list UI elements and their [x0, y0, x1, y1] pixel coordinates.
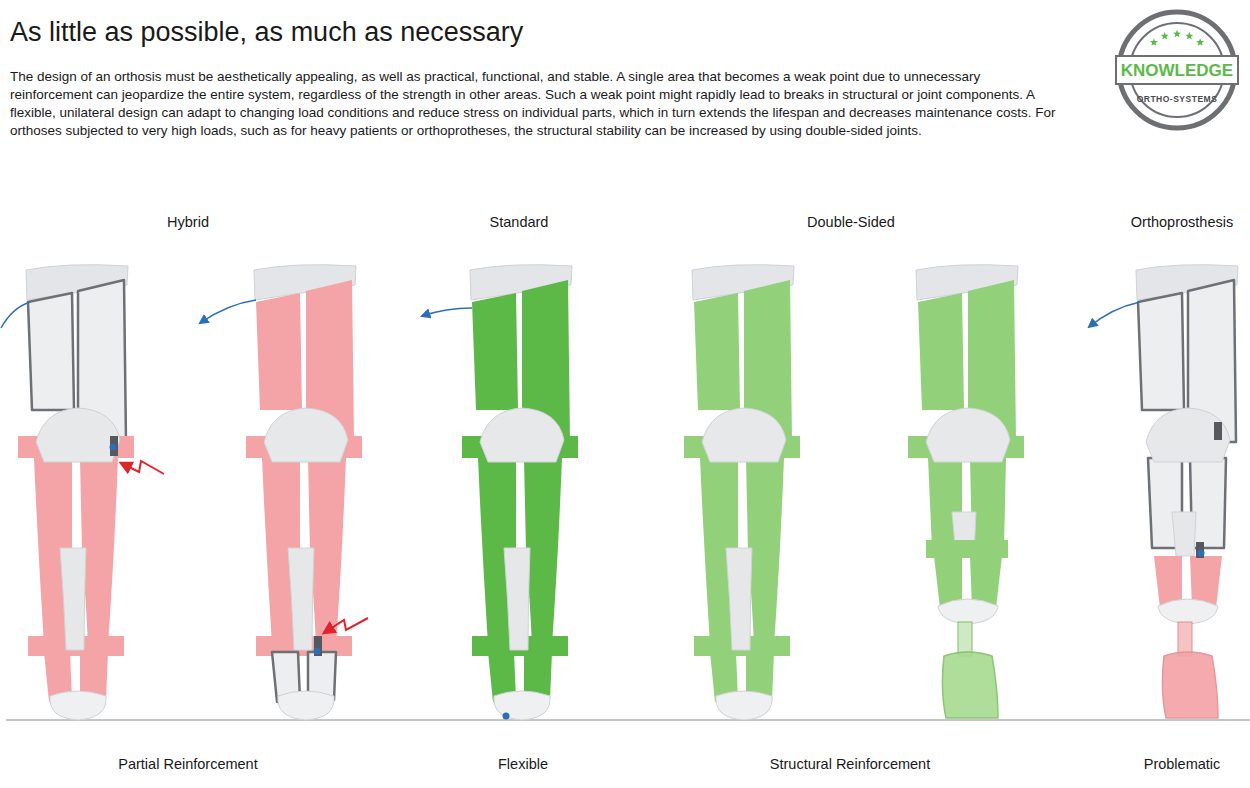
- logo-badge: KNOWLEDGE ORTHO-SYSTEMS: [1115, 8, 1239, 132]
- leg-path: [200, 300, 256, 323]
- badge-band: [1116, 56, 1238, 84]
- column-caption: Flexible: [498, 756, 548, 772]
- column-caption: Structural Reinforcement: [770, 756, 930, 772]
- leg-circle: [1198, 550, 1205, 557]
- title: As little as possible, as much as necess…: [10, 17, 523, 48]
- leg-use: [710, 652, 774, 720]
- badge-star: [1161, 32, 1169, 40]
- column-caption: Partial Reinforcement: [118, 756, 257, 772]
- leg-use: [488, 652, 552, 720]
- badge-star: [1150, 38, 1158, 46]
- leg-use: [1128, 408, 1244, 718]
- column-heading: Hybrid: [167, 214, 209, 230]
- leg-rect: [314, 636, 322, 656]
- badge-star: [1173, 30, 1181, 38]
- leg-g: [246, 265, 362, 720]
- column-caption: Problematic: [1144, 756, 1221, 772]
- column-heading: Standard: [490, 214, 549, 230]
- leg-g: [908, 265, 1024, 718]
- leg-use: [462, 408, 578, 656]
- leg-g: [462, 265, 578, 720]
- leg-use: [18, 408, 134, 656]
- leg-g: [684, 265, 800, 720]
- column-heading: Double-Sided: [807, 214, 895, 230]
- intro-paragraph: The design of an orthosis must be aesthe…: [10, 68, 1058, 140]
- leg-path: [1, 302, 30, 328]
- badge-word: KNOWLEDGE: [1115, 61, 1239, 81]
- badge-star: [1185, 32, 1193, 40]
- leg-rect: [110, 436, 118, 456]
- leg-g: [18, 265, 134, 720]
- leg-use: [272, 652, 336, 720]
- leg-use: [44, 652, 108, 720]
- badge-subtitle: ORTHO-SYSTEMS: [1115, 94, 1239, 104]
- leg-path: [422, 308, 472, 316]
- leg-path: [121, 461, 164, 474]
- leg-rect: [1196, 542, 1204, 558]
- column-heading: Orthoprosthesis: [1131, 214, 1233, 230]
- badge-star: [1196, 38, 1204, 46]
- leg-circle: [503, 713, 510, 720]
- leg-path: [1089, 302, 1140, 327]
- leg-circle: [110, 444, 117, 451]
- leg-g: [1128, 265, 1244, 718]
- leg-use: [684, 408, 800, 656]
- leg-rect: [1214, 422, 1222, 440]
- leg-path: [324, 618, 368, 633]
- leg-line: [6, 719, 1250, 720]
- leg-circle: [314, 648, 321, 655]
- leg-use: [908, 408, 1024, 718]
